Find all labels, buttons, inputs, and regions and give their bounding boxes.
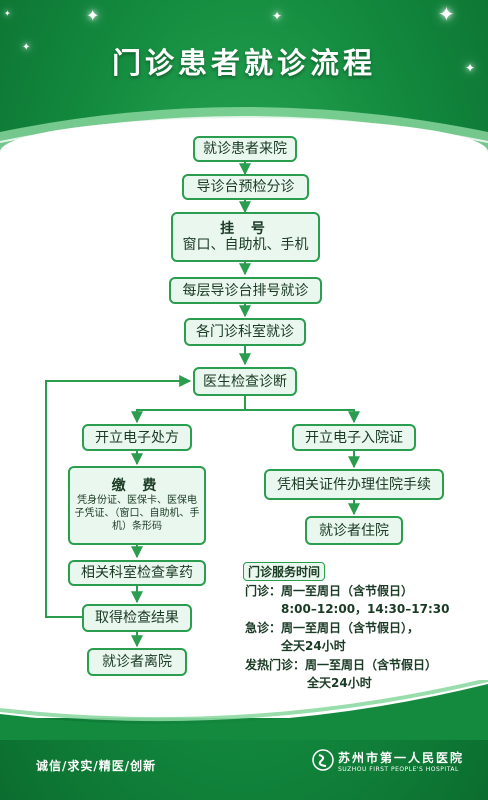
step-department: 各门诊科室就诊 [184,318,306,346]
step-label: 相关科室检查拿药 [81,565,193,581]
step-label: 每层导诊台排号就诊 [182,282,309,299]
sparkle-icon: ✦ [4,9,11,18]
step-admission-proc: 凭相关证件办理住院手续 [264,469,444,500]
step-subtitle: 窗口、自助机、手机 [182,237,309,253]
step-floor-queue: 每层导诊台排号就诊 [169,277,322,304]
hours-row: 全天24小时 [281,639,346,653]
step-payment: 缴 费 凭身份证、医保卡、医保电子凭证、（窗口、自助机、手机）条形码 [68,466,206,545]
hospital-logo-icon [312,749,334,771]
step-admission-cert: 开立电子入院证 [292,424,416,451]
hours-row: 发热门诊：周一至周日（含节假日） [245,658,438,672]
service-hours-title: 门诊服务时间 [243,562,326,581]
hours-row: 全天24小时 [307,676,372,690]
step-doctor: 医生检查诊断 [193,367,297,396]
sparkle-icon: ✦ [465,61,476,75]
step-label: 凭相关证件办理住院手续 [277,476,431,493]
step-label: 医生检查诊断 [203,373,287,390]
step-arrive: 就诊患者来院 [193,136,297,162]
step-label: 就诊患者来院 [203,141,287,157]
hospital-name-cn: 苏州市第一人民医院 [338,751,465,765]
sparkle-icon: ✦ [438,2,455,26]
step-prescription: 开立电子处方 [82,424,192,451]
step-register: 挂 号 窗口、自助机、手机 [171,212,320,262]
hospital-slogan: 诚信/求实/精医/创新 [36,759,157,773]
service-hours: 门诊服务时间 门诊：周一至周日（含节假日） 8:00–12:00，14:30–1… [243,562,483,690]
step-triage: 导诊台预检分诊 [182,174,309,200]
sparkle-icon: ✦ [86,6,100,25]
step-label: 各门诊科室就诊 [196,324,294,340]
sparkle-icon: ✦ [22,42,31,53]
decorative-wave [0,680,488,740]
step-hospitalized: 就诊者住院 [305,516,403,545]
step-label: 就诊者离院 [102,654,172,670]
hours-row: 8:00–12:00，14:30–17:30 [281,602,450,616]
step-exam-medicine: 相关科室检查拿药 [68,560,206,586]
sparkle-icon: ✦ [272,9,283,23]
step-detail: 凭身份证、医保卡、医保电子凭证、（窗口、自助机、手机）条形码 [74,495,200,532]
step-title: 挂 号 [220,221,271,237]
hospital-name-en: SUZHOU FIRST PEOPLE'S HOSPITAL [338,766,459,773]
step-label: 就诊者住院 [319,522,389,539]
step-title: 缴 费 [111,478,163,494]
hours-row: 急诊：周一至周日（含节假日）， [245,621,420,635]
step-label: 开立电子处方 [95,429,179,446]
step-label: 取得检查结果 [95,610,179,626]
page-title: 门诊患者就诊流程 [111,46,376,80]
step-leave: 就诊者离院 [87,648,187,676]
hours-row: 门诊：周一至周日（含节假日） [245,584,414,598]
step-label: 开立电子入院证 [305,429,403,446]
step-get-results: 取得检查结果 [82,604,192,632]
step-label: 导诊台预检分诊 [196,179,295,195]
